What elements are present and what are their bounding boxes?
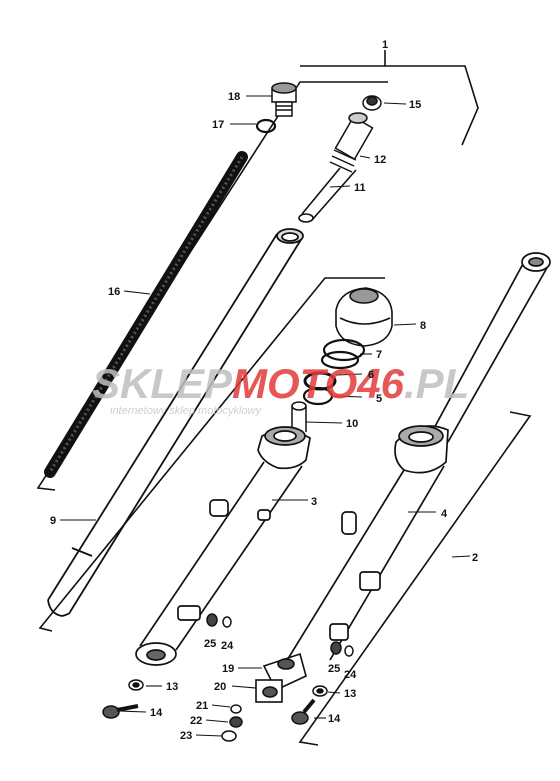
callout-22: 22 xyxy=(190,715,202,727)
callout-14-left: 14 xyxy=(150,707,163,719)
rebound-spring-15 xyxy=(362,95,382,111)
callout-9: 9 xyxy=(50,515,56,527)
callout-2: 2 xyxy=(472,552,478,564)
callout-14-right: 14 xyxy=(328,713,341,725)
callout-17: 17 xyxy=(212,119,224,131)
callout-11: 11 xyxy=(354,182,366,194)
callout-25-right: 25 xyxy=(328,663,340,675)
watermark-brand-part4: .PL xyxy=(404,360,469,407)
bolt-24-right xyxy=(344,645,354,657)
spring-7 xyxy=(320,338,366,370)
callout-6: 6 xyxy=(368,369,374,381)
hardware-parts xyxy=(102,613,354,742)
oil-seal-5 xyxy=(302,386,334,406)
callout-5: 5 xyxy=(376,393,382,405)
callout-7: 7 xyxy=(376,349,382,361)
inner-tube-9 xyxy=(47,228,304,617)
callout-21: 21 xyxy=(196,700,208,712)
bolt-24-left xyxy=(222,616,232,628)
callout-13-right: 13 xyxy=(344,688,356,700)
washer-21 xyxy=(230,704,242,714)
outer-tube-left-3 xyxy=(135,426,311,666)
gasket-25-right xyxy=(330,641,342,655)
shop-watermark: SKLEPMOTO46.PL internetowy sklep motocyk… xyxy=(92,360,469,417)
callout-16: 16 xyxy=(108,286,120,298)
watermark-brand-part2: MOTO xyxy=(232,360,357,407)
dust-boot-8 xyxy=(335,287,393,347)
callout-1: 1 xyxy=(382,39,388,51)
callout-13-left: 13 xyxy=(166,681,178,693)
callout-24-left: 24 xyxy=(221,640,234,652)
nut-23 xyxy=(221,730,237,742)
watermark-brand-part3: 46 xyxy=(356,360,404,407)
bolt-14-right xyxy=(291,698,316,725)
piston-ring-12 xyxy=(329,112,374,173)
watermark-brand-part1: SKLEP xyxy=(92,360,233,407)
callout-24-right: 24 xyxy=(344,669,357,681)
callout-3: 3 xyxy=(311,496,317,508)
cap-bolt-18 xyxy=(271,82,297,117)
leader-lines xyxy=(60,95,471,737)
o-ring-17 xyxy=(255,118,277,134)
axle-holder-19-20 xyxy=(255,652,307,703)
callout-20: 20 xyxy=(214,681,226,693)
callout-4: 4 xyxy=(441,508,448,520)
callout-15: 15 xyxy=(409,99,421,111)
bolt-14-left xyxy=(102,704,139,719)
callout-18: 18 xyxy=(228,91,240,103)
outer-tube-right-4 xyxy=(285,252,551,663)
callout-labels: 1 2 3 4 5 6 7 8 9 10 11 12 13 13 14 14 1… xyxy=(50,39,478,742)
callout-25-left: 25 xyxy=(204,638,216,650)
callout-10: 10 xyxy=(346,418,358,430)
callout-23: 23 xyxy=(180,730,192,742)
damper-rod-11 xyxy=(298,167,357,223)
fork-spring-16 xyxy=(44,151,248,478)
callout-19: 19 xyxy=(222,663,234,675)
callout-12: 12 xyxy=(374,154,386,166)
gasket-25-left xyxy=(206,613,218,627)
svg-text:SKLEPMOTO46.PL: SKLEPMOTO46.PL xyxy=(92,360,469,407)
assembly-bracket-2 xyxy=(298,411,532,746)
callout-8: 8 xyxy=(420,320,426,332)
washer-22 xyxy=(229,716,243,728)
watermark-tagline: internetowy sklep motocyklowy xyxy=(110,405,263,417)
